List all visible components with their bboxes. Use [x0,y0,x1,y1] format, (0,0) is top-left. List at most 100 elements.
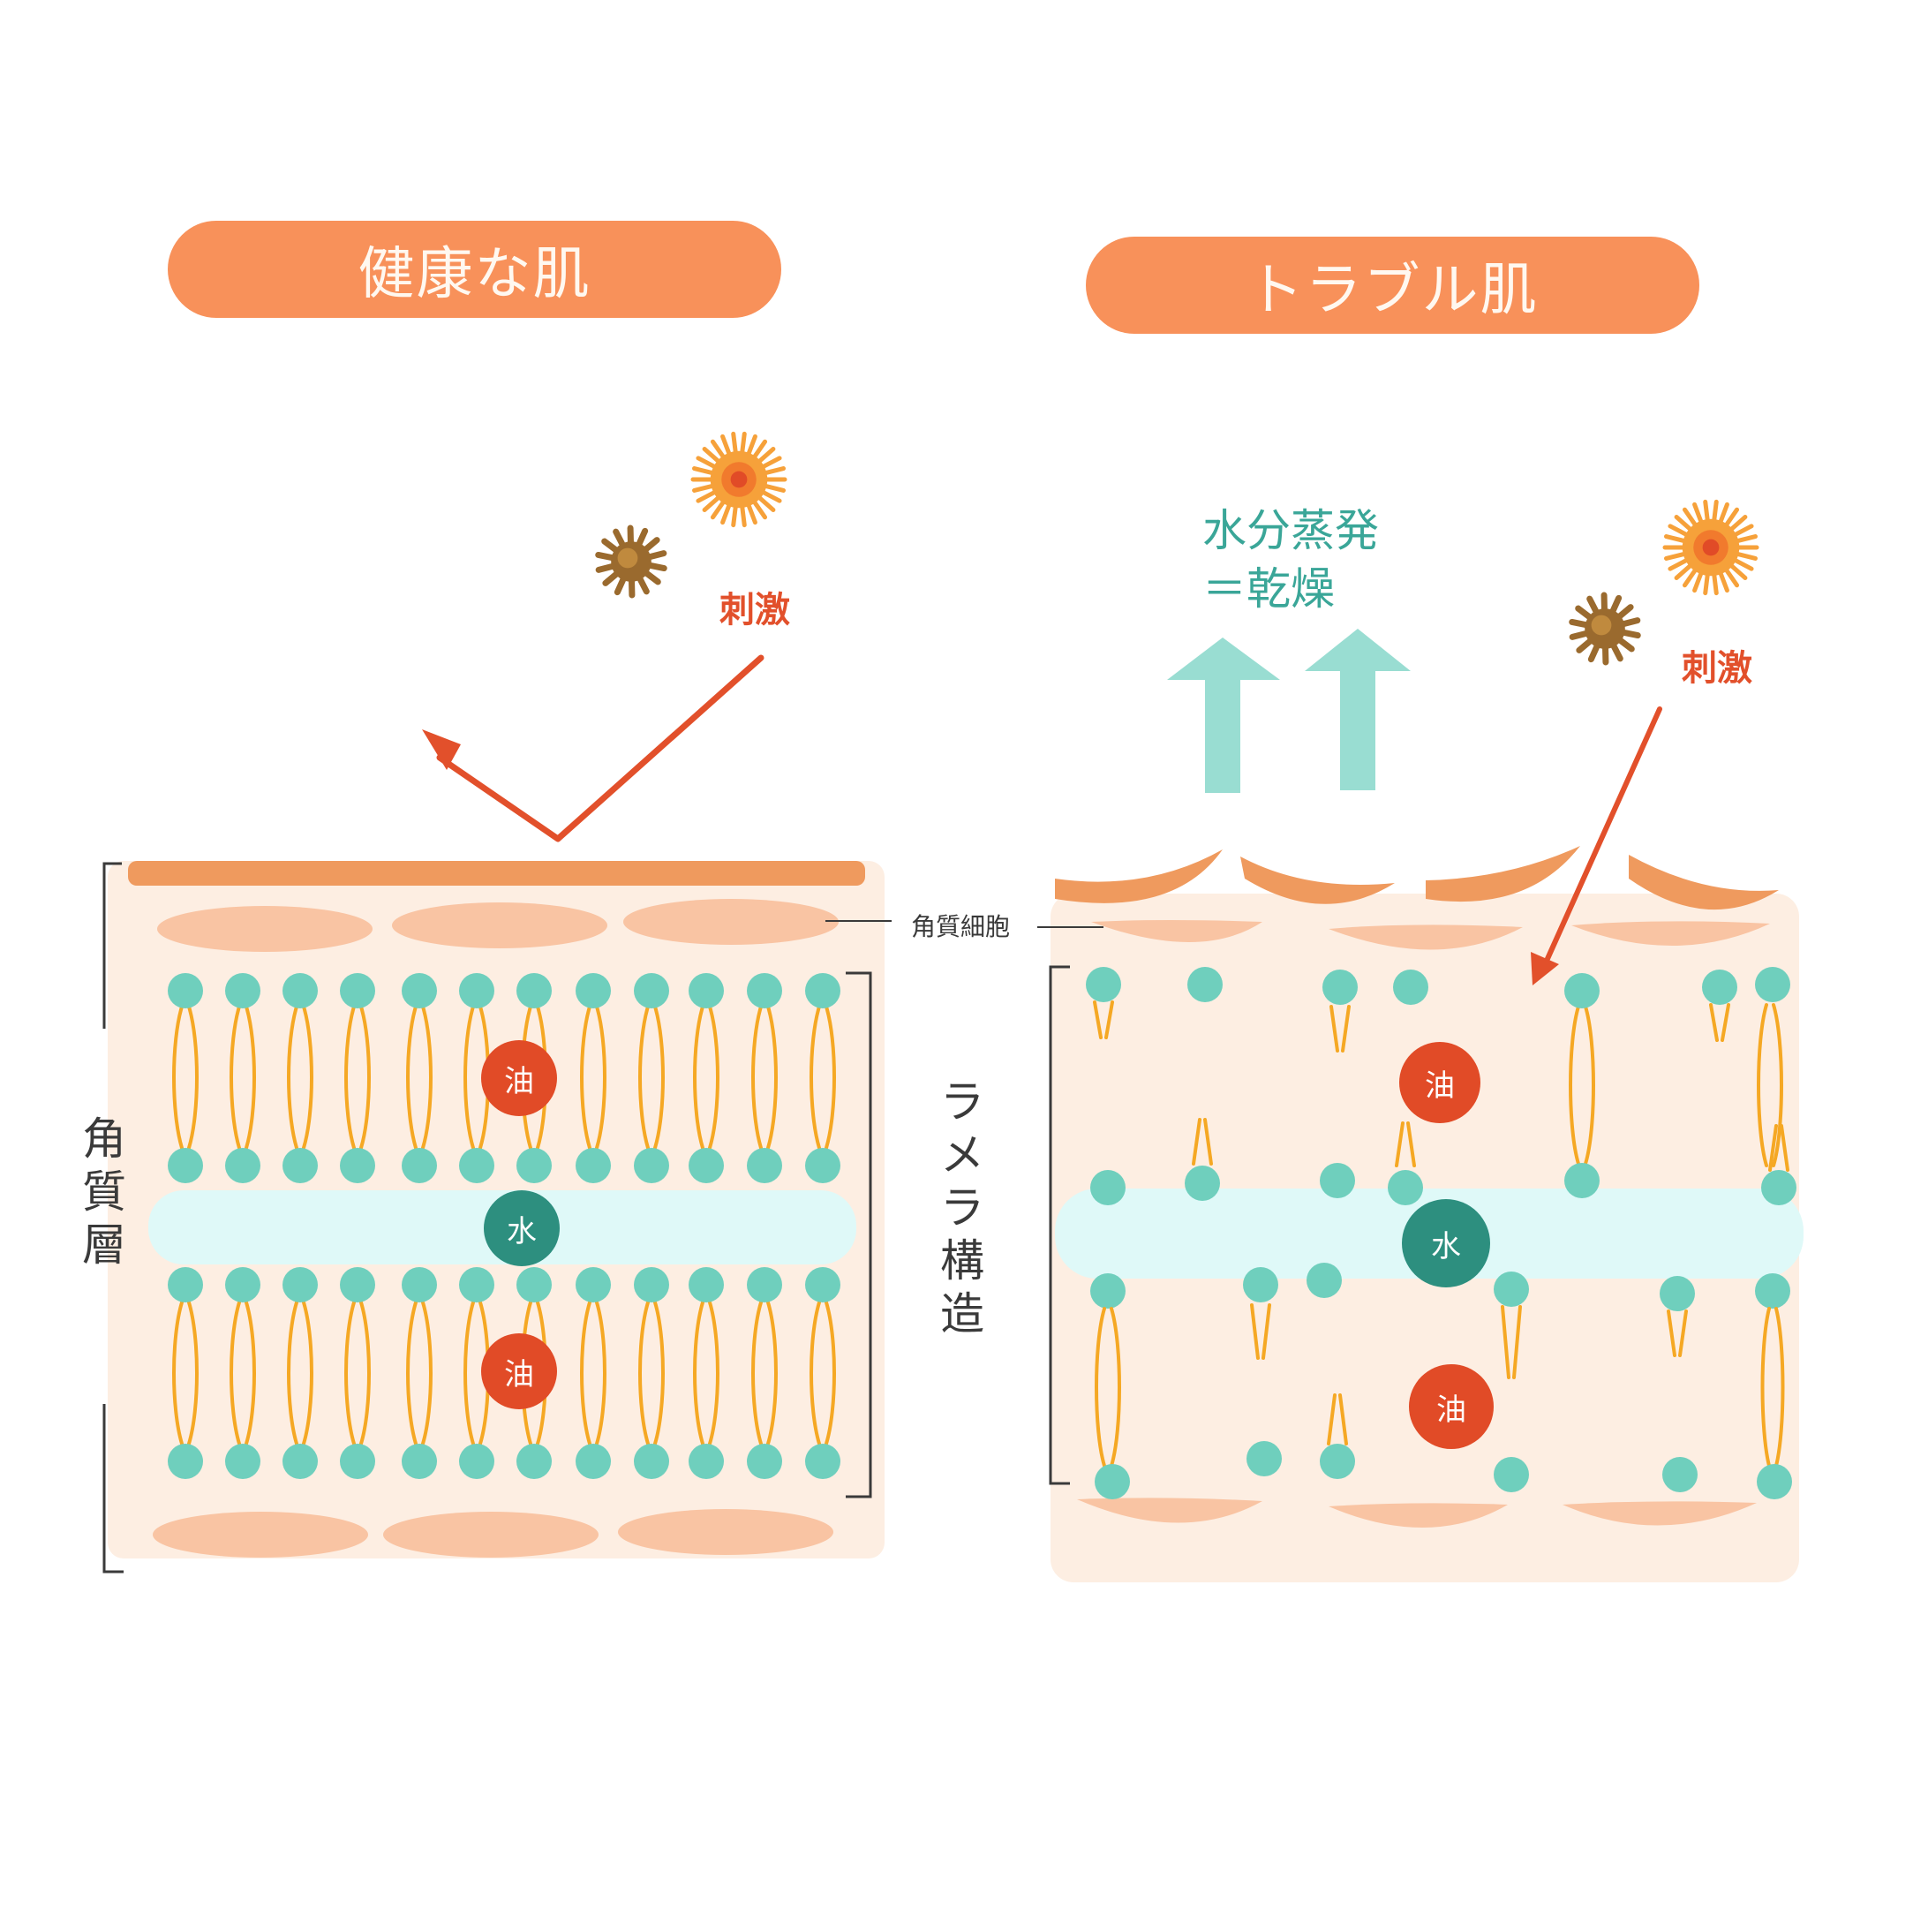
penetrating-stimulus-arrow [1544,706,1662,963]
lipid-head [805,1148,840,1183]
lipid-head [168,1267,203,1302]
healthy-surface-layer [128,861,865,886]
dust-highlight [617,547,638,569]
corneocyte [383,1512,599,1558]
corneocyte [1329,924,1523,950]
lipid-head [225,973,260,1008]
lipid-head [1246,1441,1282,1476]
sun-ray [696,488,719,503]
sun-ray [1703,570,1711,596]
lipid-tail [580,1301,606,1445]
sun-dot [1702,539,1720,556]
lipid-head [402,1148,437,1183]
lipid-tail [638,1005,665,1150]
lipid-tail [1760,1307,1785,1468]
lipid-head [576,1148,611,1183]
sun-ray [1664,551,1689,561]
stratum-corneum-char: 層 [82,1219,126,1271]
lipid-head [1320,1163,1355,1198]
lipid-tail [810,1301,836,1445]
lipid-head [1322,970,1358,1005]
water-label: 水 [507,1213,537,1249]
lipid-head [1702,970,1737,1005]
lipid-head [1494,1272,1529,1307]
trouble-corneocytes-bottom [1077,1498,1757,1528]
healthy-oil-molecule-bottom: 油 [481,1333,557,1409]
corneocyte [618,1509,833,1555]
lipid-head [340,1444,375,1479]
lipid-head [1086,967,1121,1002]
lipid-tail [172,1005,199,1150]
surface-flake [1629,855,1779,910]
lipid-tail [638,1301,665,1445]
lipid-tail [751,1301,778,1445]
lipid-head [689,1444,724,1479]
sun-ray [1727,515,1748,533]
sun-ray [1692,502,1705,526]
corneocyte [1091,920,1262,942]
lipid-tail [580,1005,606,1150]
sun-ray [1674,562,1695,580]
lipid-head [1095,1464,1130,1499]
healthy-skin-title-pill: 健康な肌 [168,221,781,318]
sun-ray [755,494,776,512]
sun-ray [1711,570,1719,596]
surface-flake [1426,846,1580,902]
trouble-stimulus-label: 刺激 [1682,648,1752,689]
corneocyte [1571,921,1770,947]
sun-ray [702,447,723,465]
lipid-tail [1768,1124,1789,1172]
sun-ray [750,498,768,520]
lipid-head [634,1148,669,1183]
lipid-head [168,1444,203,1479]
lipid-head [282,1444,318,1479]
lipid-head [1757,1464,1792,1499]
lipid-head [516,1267,552,1302]
healthy-lipid-bilayers [168,973,840,1479]
oil-label: 油 [1436,1392,1466,1428]
lipid-tail [1667,1309,1688,1357]
trouble-lipid-fragments [1086,967,1796,1499]
lipid-head [805,973,840,1008]
lipid-head [340,973,375,1008]
lipid-head [747,1267,782,1302]
lipid-head [168,1148,203,1183]
arrow-head-icon [1531,952,1559,985]
corneocyte [1329,1503,1508,1528]
sun-ray [696,456,719,471]
sun-ray [710,498,727,520]
lipid-head [459,1444,494,1479]
lipid-head [459,1267,494,1302]
sun-ray [692,466,717,476]
evaporation-label-line2: ＝乾燥 [1202,563,1335,615]
sun-ray [1711,499,1719,525]
lipid-tail [172,1301,199,1445]
lipid-tail [406,1005,433,1150]
lipid-head [1185,1166,1220,1201]
lipid-head [805,1267,840,1302]
lipid-tail [1757,1003,1783,1167]
dust-allergen-icon [1569,592,1641,666]
stratum-corneum-bracket [102,862,124,1574]
sun-ray [692,483,717,493]
sun-ray [745,434,757,458]
sun-ray [1730,556,1754,571]
sun-ray [1717,502,1729,526]
lamellar-bracket [846,971,872,1498]
stratum-corneum-char: 角 [82,1113,126,1165]
healthy-corneocytes-top [157,899,839,952]
trouble-surface-flakes [1055,846,1779,910]
corneocyte [623,899,839,945]
healthy-corneocytes-bottom [153,1509,833,1558]
lipid-head [689,973,724,1008]
lipid-tail [1095,1307,1121,1468]
lipid-tail [344,1005,371,1150]
trouble-corneocytes-top [1091,920,1770,950]
lipid-head [225,1444,260,1479]
evaporation-label: 水分蒸発 ＝乾燥 [1202,502,1379,618]
corneocyte [1563,1501,1757,1526]
lipid-head [340,1148,375,1183]
sun-ray [1722,507,1740,529]
lipid-tail [1192,1118,1213,1166]
sun-ray [1682,507,1699,529]
